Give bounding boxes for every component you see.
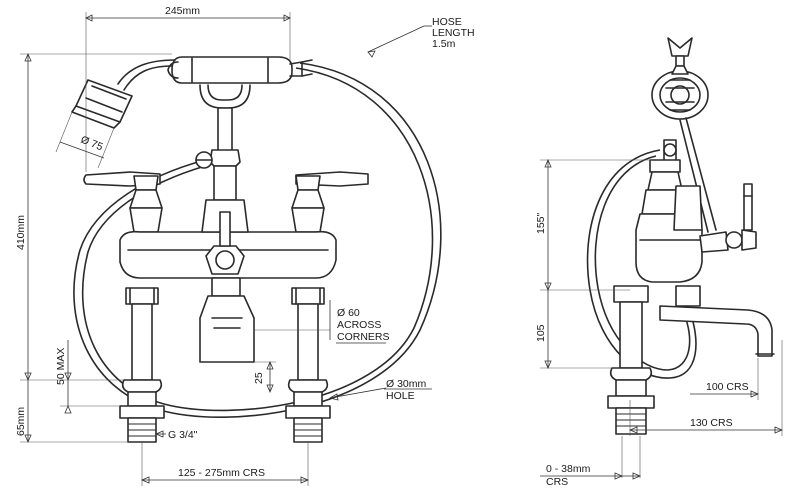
side-top-handle (667, 37, 693, 67)
across-line1: Ø 60 (337, 307, 360, 319)
handset-cradle (195, 84, 251, 201)
dim-height-410: 410mm (15, 215, 27, 250)
dim-50-max: 50 MAX (55, 348, 67, 385)
hole-line1: Ø 30mm (386, 378, 427, 390)
front-view: 245mm HOSE LENGTH 1.5m Ø 75 410mm 50 MAX… (15, 5, 475, 486)
dim-side-105: 105 (535, 324, 547, 342)
dim-width-245: 245mm (165, 5, 200, 17)
mixer-body (119, 199, 337, 279)
side-riser (663, 117, 717, 233)
dim-centres-range: 125 - 275mm CRS (178, 467, 265, 479)
across-line2: ACROSS (337, 319, 381, 331)
dim-spout-gap: 25 (253, 372, 265, 384)
thread-size: G 3/4" (168, 429, 198, 441)
deck-line1: 0 - 38mm (546, 463, 591, 475)
dim-side-100-crs: 100 CRS (706, 381, 749, 393)
side-shower-hose (586, 149, 697, 379)
side-spout (659, 285, 775, 357)
dim-height-65: 65mm (15, 407, 27, 436)
shower-hose (73, 62, 442, 418)
dim-side-155: 155" (535, 212, 547, 234)
left-leg (119, 287, 165, 443)
side-mixer-body (635, 159, 757, 283)
left-lever-handle (83, 171, 163, 233)
side-leg (607, 285, 655, 435)
dim-side-130-crs: 130 CRS (690, 417, 733, 429)
side-shower-head (651, 65, 709, 120)
hole-line2: HOLE (386, 390, 415, 402)
side-view: 155" 105 100 CRS 130 CRS 0 - 38mm CRS (535, 37, 784, 488)
hose-length-line2: LENGTH (432, 27, 475, 39)
across-line3: CORNERS (337, 331, 390, 343)
right-leg (285, 287, 331, 443)
hose-length-line3: 1.5m (432, 38, 456, 50)
right-lever-handle (291, 171, 369, 233)
bath-spout (199, 277, 255, 363)
hose-length-line1: HOSE (432, 16, 462, 28)
deck-line2: CRS (546, 476, 568, 488)
shower-handset (71, 56, 313, 129)
